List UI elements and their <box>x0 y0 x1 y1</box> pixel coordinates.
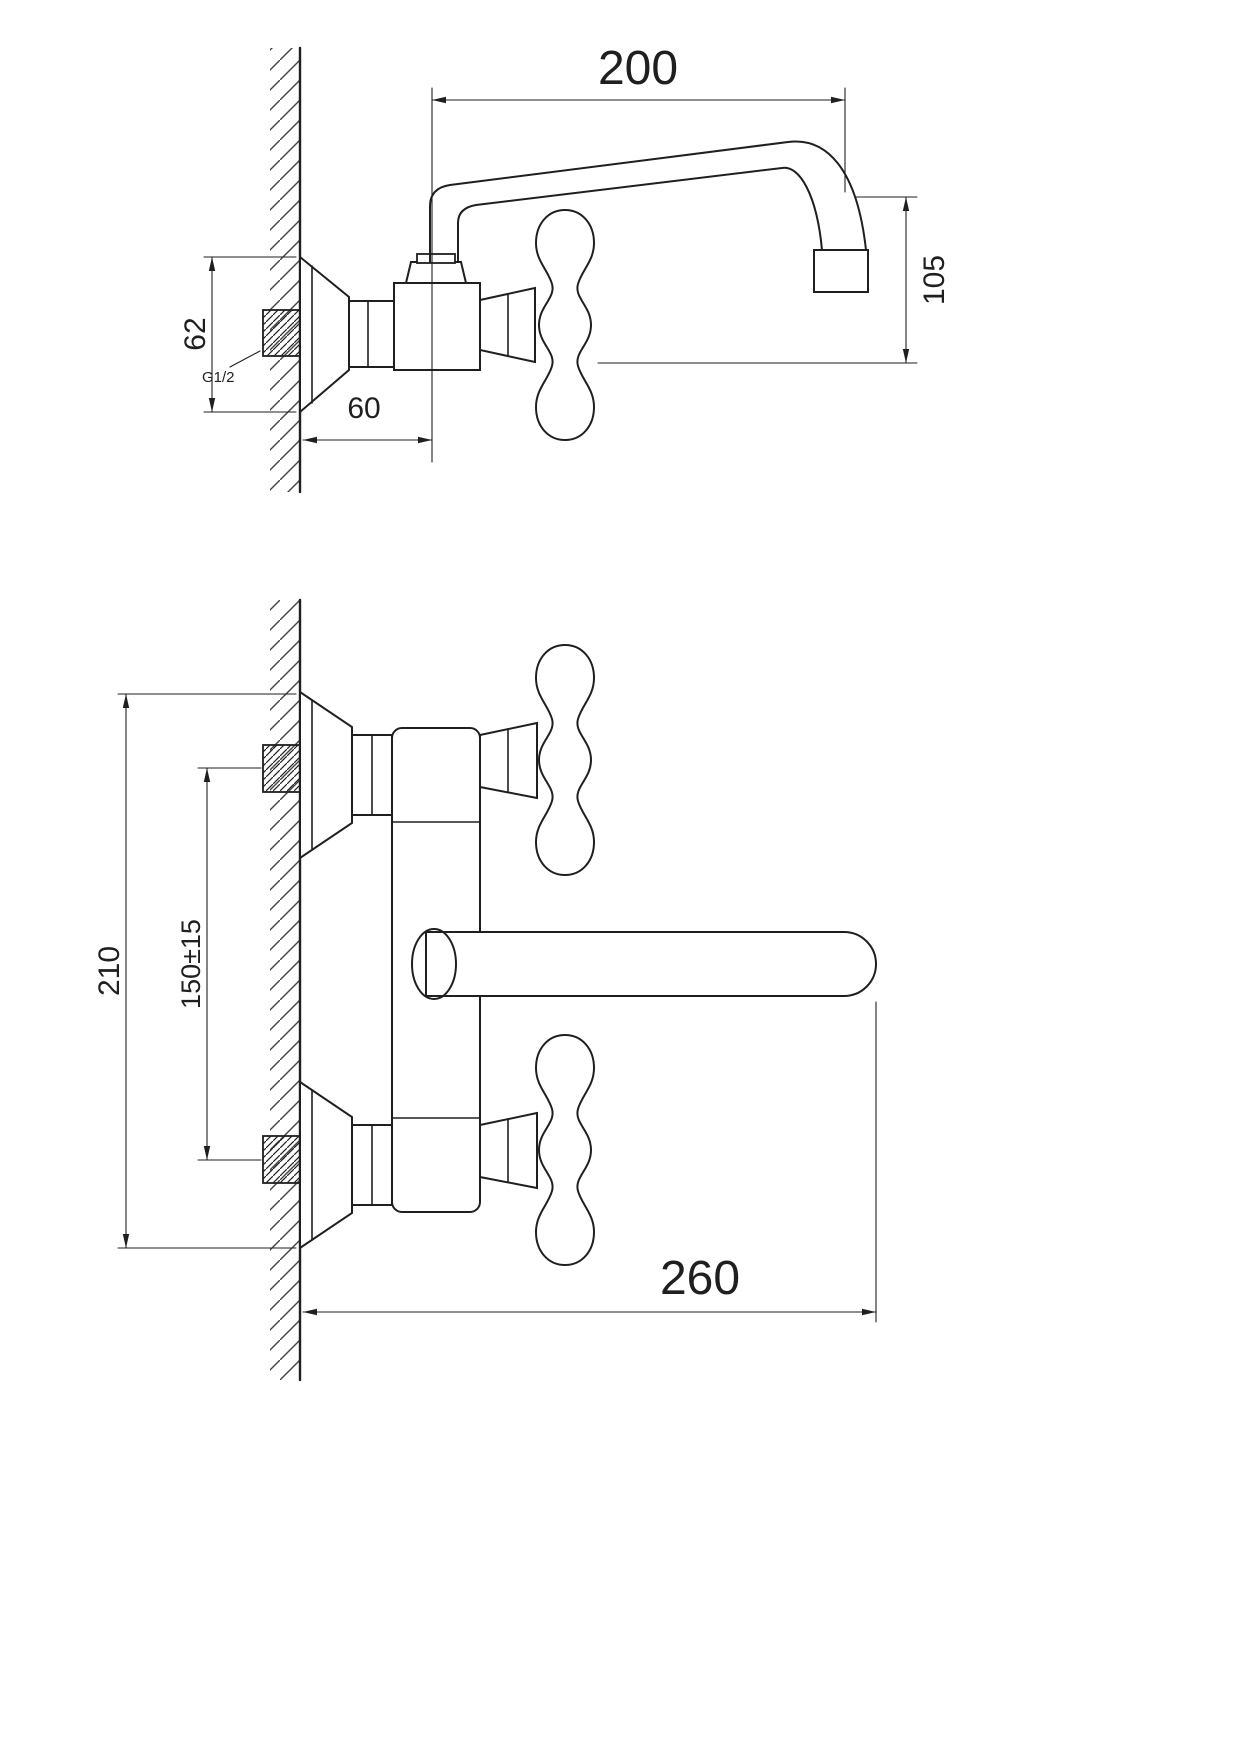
front-view: 210 150±15 260 <box>93 598 877 1382</box>
escutcheon-side <box>299 254 350 415</box>
escutcheon-top <box>299 690 353 860</box>
dim-label-mount-height: 210 <box>93 946 126 996</box>
cross-handle-bottom <box>535 1034 595 1266</box>
dim-label-spout-height: 105 <box>918 255 951 305</box>
dim-label-spout-reach: 200 <box>598 42 678 95</box>
dim-label-supply-centers: 150±15 <box>176 919 206 1009</box>
dim-label-wall-offset: 60 <box>347 392 380 425</box>
valve-body-side <box>393 282 481 371</box>
spout-inner-edge <box>457 166 823 263</box>
spout-outlet-nozzle <box>813 249 869 293</box>
side-view: 200 105 62 G1/2 60 <box>179 42 951 494</box>
wall-hatch-side <box>270 48 300 492</box>
cross-handle-top <box>535 644 595 876</box>
spout-front <box>425 931 877 997</box>
thread-size-label: G1/2 <box>202 369 235 386</box>
spout-swivel-joint <box>411 928 457 1000</box>
spout-nut-side <box>404 261 468 284</box>
cross-handle-side <box>535 209 595 441</box>
supply-thread-bottom <box>262 1135 301 1184</box>
escutcheon-bottom <box>299 1080 353 1250</box>
leader-line-thread <box>229 350 261 368</box>
wall-hatch-front <box>270 600 300 1380</box>
dim-label-overall-reach: 260 <box>660 1252 740 1305</box>
supply-thread-side <box>262 309 301 357</box>
connector-side <box>348 300 395 368</box>
dim-label-flange: 62 <box>179 317 212 350</box>
supply-thread-top <box>262 744 301 793</box>
spout-collar-side <box>416 253 456 264</box>
